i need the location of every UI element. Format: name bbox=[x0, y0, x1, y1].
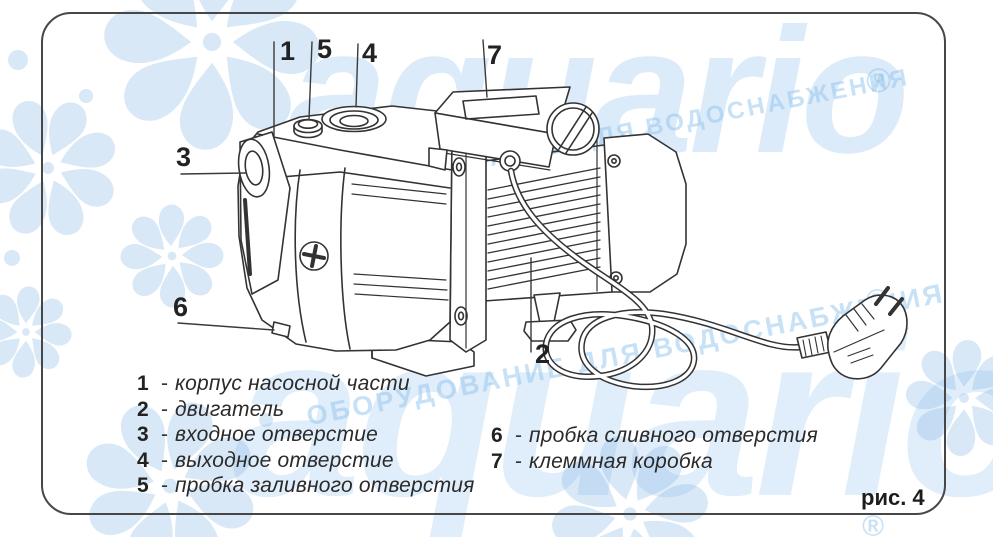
priming-plug bbox=[293, 118, 323, 139]
legend-item-number: 2 bbox=[137, 397, 149, 421]
pump-housing bbox=[237, 105, 453, 352]
capacitor-cap bbox=[546, 102, 600, 156]
legend-item-label: корпус насосной части bbox=[175, 372, 410, 395]
legend-item-label: клеммная коробка bbox=[529, 449, 713, 473]
legend-item: 3 - входное отверстие bbox=[137, 423, 475, 449]
legend-separator: - bbox=[161, 372, 168, 395]
figure-frame bbox=[41, 12, 946, 515]
legend-item-number: 4 bbox=[137, 448, 149, 472]
legend-item-number: 1 bbox=[137, 372, 149, 395]
power-cord bbox=[507, 167, 832, 391]
callout-number-1: 1 bbox=[280, 36, 296, 66]
legend-item-label: двигатель bbox=[175, 397, 285, 421]
legend-item-number: 7 bbox=[491, 449, 503, 473]
legend-item: 1 - корпус насосной части bbox=[137, 372, 475, 398]
figure-caption: рис. 4 bbox=[861, 485, 925, 510]
callout-number-5: 5 bbox=[317, 34, 333, 64]
callout-number-3: 3 bbox=[176, 142, 192, 172]
plug-pins bbox=[874, 286, 904, 316]
callout-leader-lines bbox=[177, 39, 532, 353]
cord-strain-relief bbox=[796, 331, 832, 359]
legend-separator: - bbox=[161, 423, 168, 446]
legend-item-number: 6 bbox=[491, 424, 503, 447]
callout-number-6: 6 bbox=[173, 292, 189, 322]
terminal-box-label bbox=[462, 95, 540, 120]
legend-item: 7 - клеммная коробка bbox=[491, 450, 818, 476]
legend-left-column: 1 - корпус насосной части 2 - двигатель … bbox=[137, 372, 475, 500]
terminal-box bbox=[428, 86, 600, 172]
inlet-port bbox=[237, 131, 291, 295]
legend-item: 6 - пробка сливного отверстия bbox=[491, 424, 818, 450]
legend-separator: - bbox=[515, 424, 522, 447]
legend-separator: - bbox=[515, 449, 522, 473]
power-plug bbox=[827, 286, 908, 380]
legend-separator: - bbox=[161, 448, 168, 472]
legend-item: 4 - выходное отверстие bbox=[137, 449, 475, 475]
callout-number-2: 2 bbox=[535, 339, 551, 369]
motor bbox=[454, 133, 687, 303]
legend-item-number: 5 bbox=[137, 474, 149, 497]
legend-right-column: 6 - пробка сливного отверстия 7 - клеммн… bbox=[491, 424, 818, 475]
legend-item-label: пробка заливного отверстия bbox=[175, 474, 475, 497]
legend-item-label: пробка сливного отверстия bbox=[529, 424, 818, 447]
outlet-port bbox=[321, 105, 387, 133]
legend-item-number: 3 bbox=[137, 423, 149, 446]
screw-icon bbox=[299, 241, 329, 271]
legend-item: 2 - двигатель bbox=[137, 398, 475, 424]
legend-item: 5 - пробка заливного отверстия bbox=[137, 474, 475, 500]
legend-item-label: выходное отверстие bbox=[175, 448, 394, 472]
legend-separator: - bbox=[161, 474, 168, 497]
legend-separator: - bbox=[161, 397, 168, 421]
callout-number-7: 7 bbox=[487, 40, 503, 70]
legend-item-label: входное отверстие bbox=[175, 423, 379, 446]
callout-number-4: 4 bbox=[362, 38, 378, 68]
